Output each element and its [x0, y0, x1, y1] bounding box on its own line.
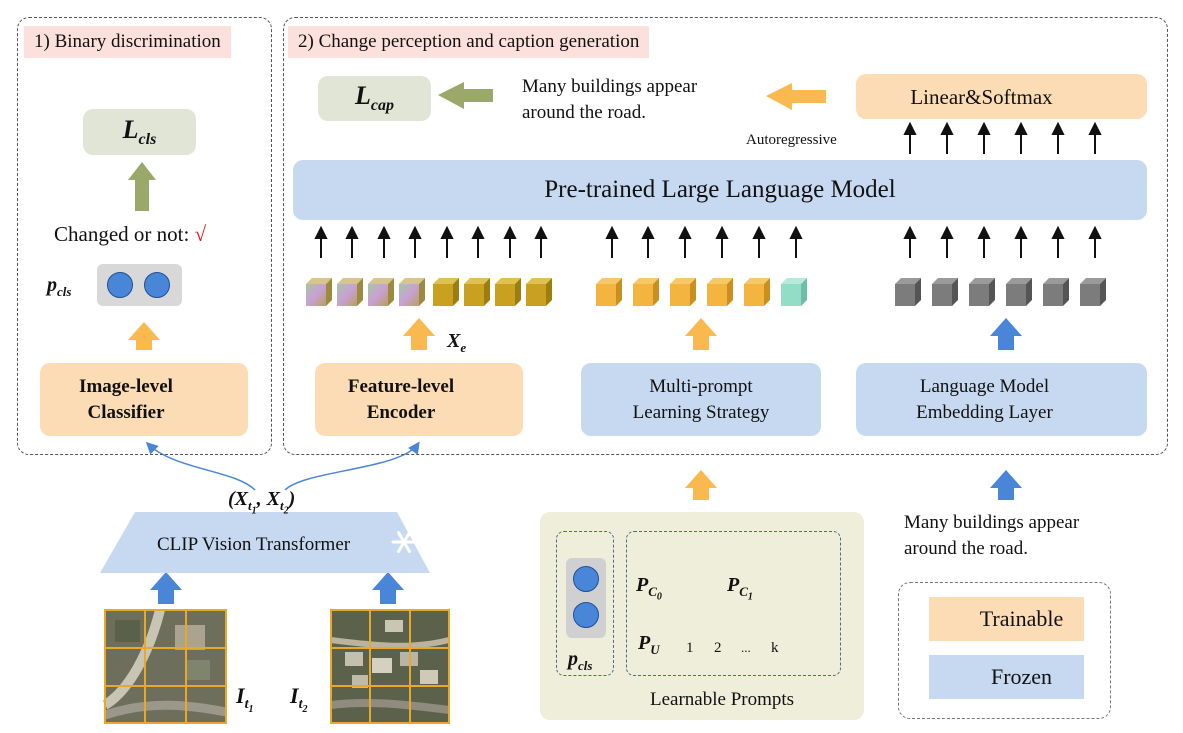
autoregressive-label: Autoregressive: [746, 132, 837, 148]
change-prompt-group: [626, 531, 841, 676]
check-mark: √: [194, 222, 207, 246]
changed-or-not-label: Changed or not: √: [54, 222, 207, 246]
classifier-output-arrow: [128, 322, 160, 350]
it2-label: It2: [290, 683, 308, 716]
cap-loss-arrow: [438, 82, 493, 109]
linear-softmax-box: Linear&Softmax: [856, 74, 1147, 119]
pu-token-1: 1: [686, 640, 694, 656]
pc0-label: PC0: [636, 574, 662, 603]
embedding-output-arrow: [990, 318, 1022, 350]
prompts-input-arrow: [685, 470, 717, 500]
pcls-prompt-dot-1: [573, 566, 599, 592]
xe-label: Xe: [447, 330, 467, 355]
learnable-prompts-label: Learnable Prompts: [650, 689, 795, 710]
input-caption: Many buildings appear around the road.: [904, 512, 1080, 559]
cls-loss-box: Lcls: [83, 109, 196, 155]
softmax-output-arrow: [766, 83, 826, 110]
pcls-dot-1: [107, 272, 133, 298]
clip-snowflake-icon: [391, 531, 417, 553]
pu-token-2: 2: [714, 640, 722, 656]
text-tokens: [895, 278, 1106, 306]
pu-token-ellipsis: ...: [741, 640, 751, 655]
cap-loss-box: Lcap: [318, 76, 431, 121]
clip-encoder-shape: [100, 512, 430, 573]
pcls-label: pcls: [47, 274, 72, 299]
pcls-prompt-label: pcls: [568, 648, 593, 673]
clip-to-encoder-connector: [284, 441, 420, 491]
image-t1: [102, 608, 227, 724]
binary-section-title: 1) Binary discrimination: [24, 26, 231, 58]
pcls-prompt-group: [556, 531, 614, 676]
xt-pair-label: (Xt1, Xt2): [228, 488, 296, 517]
multi-prompt-strategy: Multi-prompt Learning Strategy: [581, 363, 821, 436]
tokens-to-llm-arrows: [314, 225, 1102, 258]
binary-panel: [17, 17, 272, 455]
llm-to-softmax-arrows: [903, 121, 1102, 154]
cls-loss-arrow: [128, 162, 156, 211]
feature-level-encoder: Feature-level Encoder: [315, 363, 523, 436]
clip-to-classifier-connector: [145, 441, 256, 491]
pcls-dot-2: [144, 272, 170, 298]
lm-embedding-layer: Language Model Embedding Layer: [856, 363, 1147, 436]
text-input-arrow: [990, 470, 1022, 500]
pcls-prompt-box: [566, 558, 606, 638]
encoder-output-arrow: [403, 318, 435, 350]
legend-panel: [898, 582, 1111, 719]
image2-input-arrow: [372, 572, 404, 604]
multiprompt-output-arrow: [685, 318, 717, 350]
clip-vision-transformer-label: CLIP Vision Transformer: [157, 534, 351, 555]
pcls-output-box: [97, 264, 182, 306]
change-panel: [283, 17, 1168, 455]
pcls-prompt-dot-2: [573, 602, 599, 628]
visual-feature-tokens: [306, 278, 552, 306]
pu-token-k: k: [771, 640, 779, 656]
prompt-tokens: [596, 278, 807, 306]
pu-label: PU: [638, 632, 660, 657]
image-t2: [330, 609, 450, 724]
pretrained-llm-box: Pre-trained Large Language Model: [293, 160, 1147, 220]
image1-input-arrow: [150, 572, 182, 604]
generated-caption: Many buildings appear around the road.: [522, 76, 698, 123]
image-level-classifier: Image-level Classifier: [40, 363, 248, 436]
change-section-title: 2) Change perception and caption generat…: [288, 26, 650, 58]
legend-trainable: Trainable: [929, 597, 1084, 641]
pc1-label: PC1: [727, 574, 753, 603]
legend-frozen: Frozen: [929, 655, 1084, 699]
it1-label: It1: [236, 683, 254, 716]
